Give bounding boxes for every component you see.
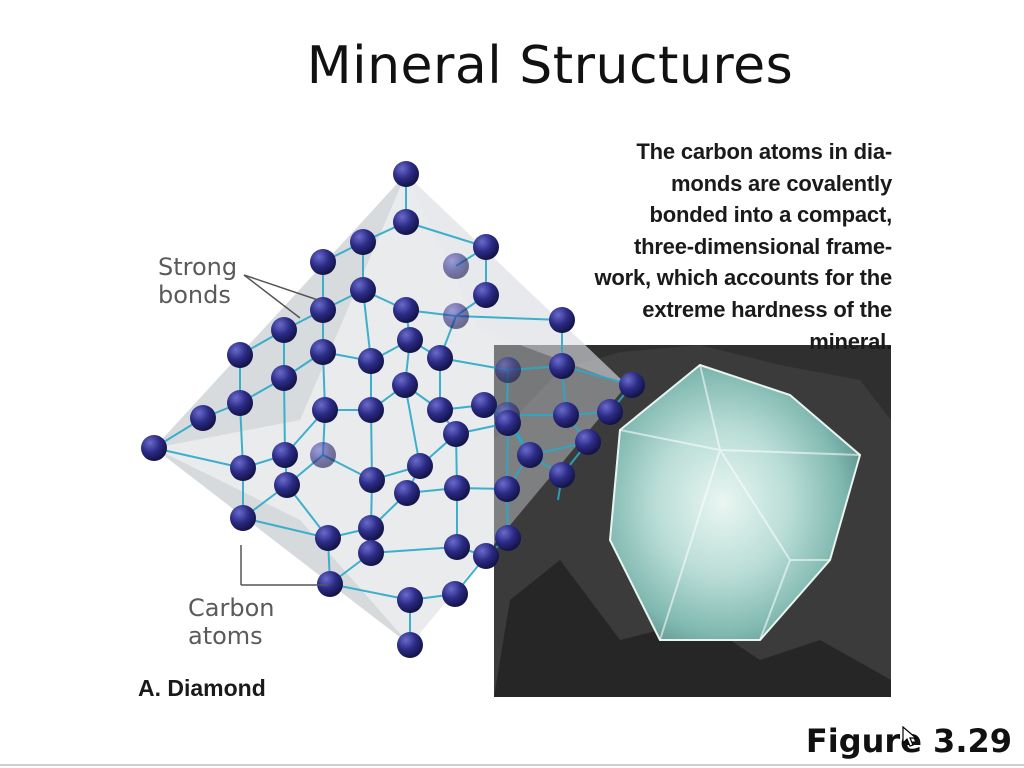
carbon-atom — [444, 534, 470, 560]
carbon-atom — [495, 357, 521, 383]
carbon-atom — [443, 303, 469, 329]
carbon-atom — [473, 543, 499, 569]
carbon-atoms-label: Carbon atoms — [188, 594, 274, 650]
caption-line: work, which accounts for the — [594, 265, 892, 291]
label-line: Strong — [158, 253, 238, 281]
carbon-atom — [310, 442, 336, 468]
carbon-atom — [427, 397, 453, 423]
carbon-atom — [444, 475, 470, 501]
carbon-atom — [315, 525, 341, 551]
carbon-atom — [394, 480, 420, 506]
carbon-atom — [271, 365, 297, 391]
carbon-atom — [358, 540, 384, 566]
label-line: bonds — [158, 281, 231, 309]
strong-bonds-label: Strong bonds — [158, 253, 237, 309]
carbon-atom — [495, 525, 521, 551]
carbon-atom — [350, 277, 376, 303]
carbon-atom — [442, 581, 468, 607]
carbon-atom — [597, 399, 623, 425]
slide-title: Mineral Structures — [306, 36, 794, 96]
carbon-atom — [359, 467, 385, 493]
carbon-atom — [358, 515, 384, 541]
carbon-atom — [473, 234, 499, 260]
caption-line: mineral. — [809, 328, 892, 354]
label-line: Carbon — [188, 594, 275, 622]
caption-line: monds are covalently — [671, 170, 892, 196]
carbon-atom — [494, 476, 520, 502]
covalent-bonds — [153, 174, 633, 645]
carbon-atom — [271, 317, 297, 343]
carbon-atom — [358, 397, 384, 423]
carbon-atom — [575, 429, 601, 455]
figure-caption: The carbon atoms in dia- monds are coval… — [540, 136, 892, 357]
carbon-atom — [443, 421, 469, 447]
carbon-atom — [553, 402, 579, 428]
carbon-atom — [549, 462, 575, 488]
carbon-atom — [619, 372, 645, 398]
carbon-atom — [274, 472, 300, 498]
carbon-atom — [350, 229, 376, 255]
carbon-atom — [549, 307, 575, 333]
carbon-atom — [393, 209, 419, 235]
carbon-atom — [310, 339, 336, 365]
carbon-atom — [397, 587, 423, 613]
carbon-atom — [397, 327, 423, 353]
carbon-atom — [392, 372, 418, 398]
carbon-atom — [407, 453, 433, 479]
carbon-atom — [190, 405, 216, 431]
carbon-atom — [227, 342, 253, 368]
label-leader-lines — [240, 274, 328, 586]
caption-line: three-dimensional frame- — [633, 233, 892, 259]
carbon-atom — [443, 253, 469, 279]
caption-line: bonded into a compact, — [649, 202, 893, 228]
label-line: atoms — [188, 622, 263, 650]
carbon-atom — [473, 282, 499, 308]
carbon-atom — [358, 348, 384, 374]
carbon-atom — [471, 392, 497, 418]
carbon-atom — [310, 297, 336, 323]
carbon-atom — [549, 353, 575, 379]
carbon-atom — [310, 249, 336, 275]
carbon-atom — [272, 442, 298, 468]
carbon-atom — [393, 161, 419, 187]
carbon-atom — [517, 442, 543, 468]
bottom-border — [0, 764, 1024, 766]
carbon-atom — [397, 632, 423, 658]
carbon-atom — [393, 297, 419, 323]
carbon-atom — [230, 505, 256, 531]
carbon-atom — [230, 455, 256, 481]
carbon-atom — [427, 345, 453, 371]
mouse-cursor-icon — [902, 726, 918, 747]
caption-line: extreme hardness of the — [642, 296, 892, 322]
carbon-atom — [495, 410, 521, 436]
caption-line: The carbon atoms in dia- — [636, 139, 892, 164]
diamond-label: A. Diamond — [138, 675, 266, 701]
carbon-atoms — [141, 161, 645, 658]
carbon-atom — [227, 390, 253, 416]
carbon-atom — [141, 435, 167, 461]
carbon-atom — [312, 397, 338, 423]
carbon-atom — [317, 571, 343, 597]
